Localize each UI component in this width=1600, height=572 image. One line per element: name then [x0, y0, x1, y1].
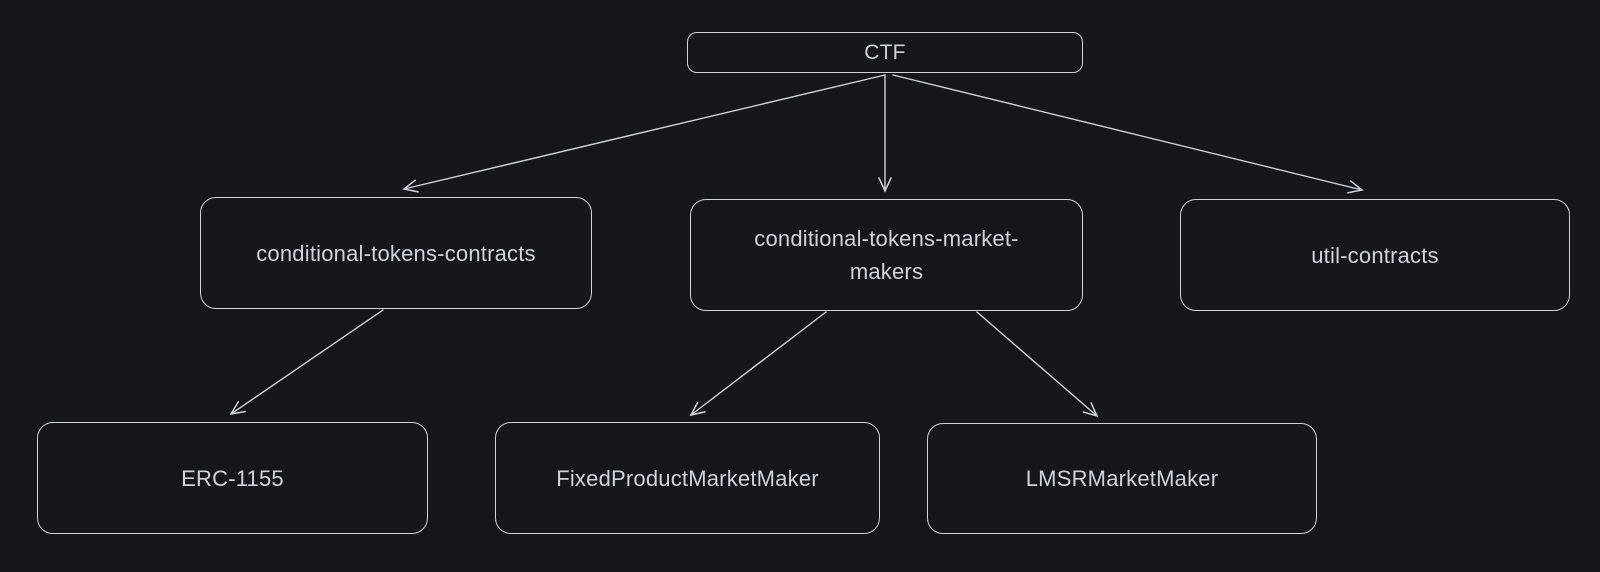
arrow-ctf-to-conditional-tokens-contracts [402, 74, 886, 193]
node-ctf-label: CTF [864, 41, 906, 64]
arrow-ctf-to-util-contracts [892, 74, 1364, 194]
node-conditional-tokens-market-makers-label-line1: conditional-tokens-market- [754, 226, 1019, 251]
node-erc-1155-label: ERC-1155 [181, 465, 284, 491]
node-ctf[interactable]: CTF [687, 32, 1083, 73]
node-util-contracts[interactable]: util-contracts [1180, 199, 1570, 311]
node-erc-1155[interactable]: ERC-1155 [37, 422, 428, 534]
node-fixedproductmarketmaker-label: FixedProductMarketMaker [556, 465, 819, 491]
node-util-contracts-label: util-contracts [1311, 242, 1439, 268]
arrow-conditional-tokens-market-makers-to-fixedproductmarketmaker [689, 311, 827, 417]
node-conditional-tokens-contracts[interactable]: conditional-tokens-contracts [200, 197, 592, 309]
node-lmsrmarketmaker-label: LMSRMarketMaker [1025, 466, 1219, 491]
node-conditional-tokens-contracts-label: conditional-tokens-contracts [256, 240, 536, 266]
node-lmsrmarketmaker[interactable]: LMSRMarketMaker [927, 423, 1317, 534]
arrow-conditional-tokens-contracts-to-erc-1155 [229, 309, 384, 416]
arrow-conditional-tokens-market-makers-to-lmsrmarketmaker [976, 311, 1099, 418]
node-conditional-tokens-market-makers-label-line2: makers [849, 259, 924, 284]
node-conditional-tokens-market-makers[interactable]: conditional-tokens-market- makers [690, 199, 1083, 311]
node-fixedproductmarketmaker[interactable]: FixedProductMarketMaker [495, 422, 880, 534]
